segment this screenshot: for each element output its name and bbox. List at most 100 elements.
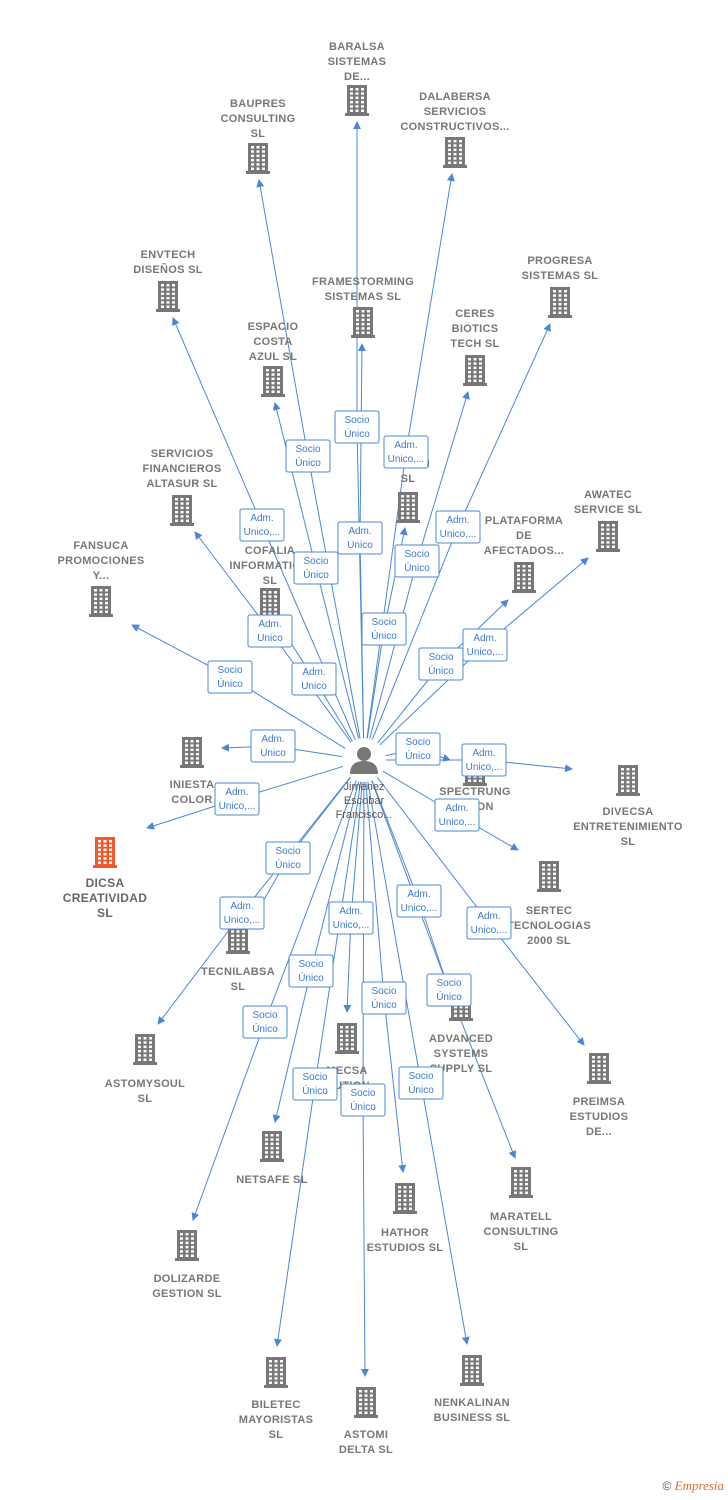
edge-label-text: Unico,...	[467, 647, 504, 658]
company-label: BILETEC	[251, 1399, 300, 1411]
building-icon	[246, 143, 270, 174]
building-icon	[443, 137, 467, 168]
company-label: SL	[251, 128, 266, 140]
building-icon	[345, 85, 369, 116]
company-node-netsafe[interactable]: NETSAFE SL	[236, 1131, 307, 1186]
edge-label-awatec[interactable]: Adm.Unico,...	[462, 628, 508, 662]
building-icon	[258, 588, 282, 619]
edge-label-sertec[interactable]: Adm.Unico,...	[434, 798, 480, 832]
person-label: Francisco...	[336, 809, 393, 821]
company-node-dalabersa[interactable]: DALABERSASERVICIOSCONSTRUCTIVOS...	[400, 91, 509, 168]
edge-label-text: Único	[275, 858, 301, 871]
building-icon	[460, 1355, 484, 1386]
edge-label-preimsa[interactable]: Adm.Unico,...	[466, 906, 512, 940]
building-icon	[587, 1053, 611, 1084]
company-label: SL	[231, 981, 246, 993]
edge-label-text: Unico,...	[471, 925, 508, 936]
edge-label-text: Único	[404, 561, 430, 574]
company-node-preimsa[interactable]: PREIMSAESTUDIOSDE...	[570, 1053, 629, 1138]
edge-label-text: Socio	[350, 1088, 375, 1099]
edge-label-text: Socio	[252, 1010, 277, 1021]
company-label: FINANCIEROS	[142, 463, 221, 475]
building-icon	[133, 1034, 157, 1065]
company-label: SERTEC	[526, 905, 572, 917]
building-icon	[170, 495, 194, 526]
building-icon	[463, 355, 487, 386]
edge-label-text: Socio	[408, 1071, 433, 1082]
edge-label-text: Único	[371, 629, 397, 642]
company-node-baralsa[interactable]: BARALSASISTEMASDE...	[328, 41, 387, 116]
edge-label-cofalia[interactable]: Adm.Unico	[291, 662, 337, 696]
company-label: INIESTA	[170, 779, 215, 791]
company-label: DE	[516, 530, 532, 542]
edge-label-iniesta[interactable]: Adm.Unico	[250, 729, 296, 763]
edge-label-text: Unico,...	[439, 817, 476, 828]
company-label: BUSINESS SL	[434, 1412, 511, 1424]
edge-label-mecsa[interactable]: Adm.Unico,...	[328, 901, 374, 935]
edge-label-astomysoul[interactable]: Adm.Unico,...	[219, 896, 265, 930]
center-person[interactable]: JimenezEscobarFrancisco...	[336, 747, 393, 821]
company-label: COFALIA	[245, 545, 295, 557]
footer-brand[interactable]: © Empresia	[662, 1478, 724, 1494]
company-label: ENVTECH	[141, 249, 196, 261]
edge-label-dalabersa[interactable]: Adm.Unico,...	[383, 435, 429, 469]
edge-label-advanced[interactable]: Adm.Unico,...	[396, 884, 442, 918]
edge-label-envtech[interactable]: Adm.Unico,...	[239, 508, 285, 542]
edge-label-progresa[interactable]: Adm.Unico,...	[435, 510, 481, 544]
company-node-plataforma[interactable]: PLATAFORMADEAFECTADOS...	[484, 515, 564, 593]
company-node-fansuca[interactable]: FANSUCAPROMOCIONESY...	[57, 540, 144, 617]
company-label: SYSTEMS	[434, 1048, 489, 1060]
edge-label-framestorming[interactable]: Adm.Unico	[337, 521, 383, 555]
company-label: ADVANCED	[429, 1033, 493, 1045]
edge-label-servicios[interactable]: Adm.Unico	[247, 614, 293, 648]
company-label: BAUPRES	[230, 98, 286, 110]
edge-label-text: Adm.	[407, 889, 430, 900]
edge-label-dicsa[interactable]: Adm.Unico,...	[214, 782, 260, 816]
edge-label-text: Unico,...	[333, 920, 370, 931]
edge-label-text: Unico	[301, 681, 327, 692]
edge-label-divecsa[interactable]: Adm.Unico,...	[461, 743, 507, 777]
building-icon	[512, 562, 536, 593]
edge-label-text: Unico,...	[224, 915, 261, 926]
person-icon	[350, 747, 378, 774]
company-label: ALTASUR SL	[146, 478, 217, 490]
building-icon	[596, 521, 620, 552]
company-label: MARATELL	[490, 1211, 552, 1223]
